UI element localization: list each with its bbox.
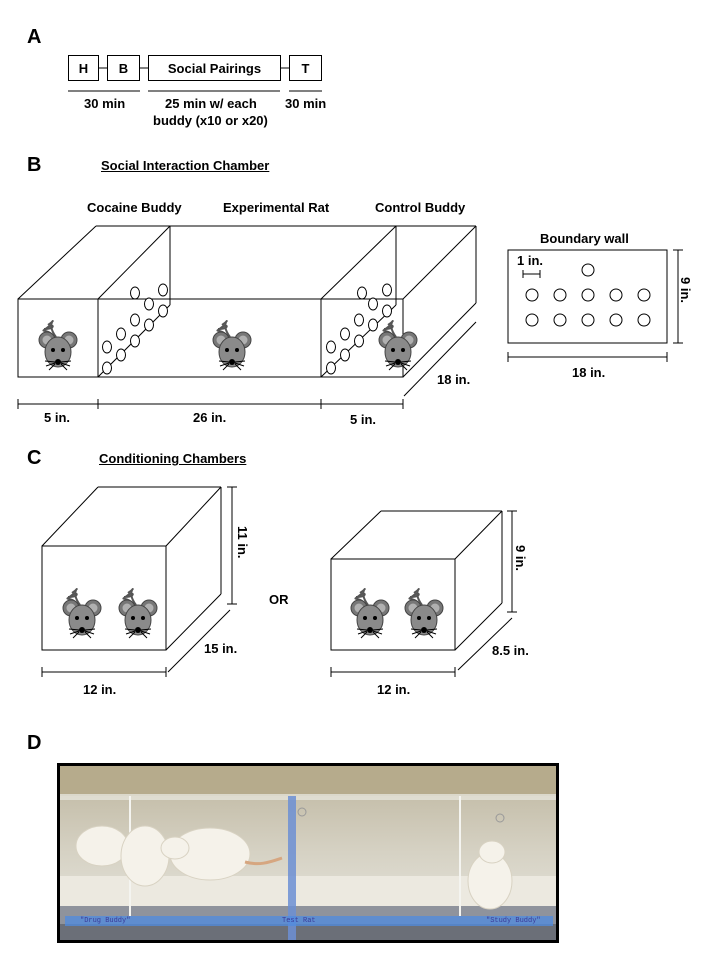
social-pairings-box: Social Pairings <box>148 55 281 81</box>
experimental-rat-label: Experimental Rat <box>223 200 330 215</box>
dim-left-chamber: 5 in. <box>44 410 71 425</box>
test-box: T <box>289 55 322 81</box>
pairings-duration-line1: 25 min w/ each <box>165 96 257 111</box>
habituation-duration: 30 min <box>84 96 126 111</box>
big-width-label: 12 in. <box>83 682 117 697</box>
photo-scene <box>60 766 556 940</box>
baseline-box: B <box>107 55 140 81</box>
conditioning-title: Conditioning Chambers <box>99 451 247 466</box>
cocaine-buddy-rat <box>38 320 78 371</box>
control-buddy-label: Control Buddy <box>375 200 466 215</box>
cond-small-rat-2 <box>404 588 444 639</box>
study-buddy-label: "Study Buddy" <box>486 917 541 925</box>
wall-width-label: 18 in. <box>572 365 606 380</box>
cond-big-rat-2 <box>118 588 158 639</box>
dim-right-chamber: 5 in. <box>350 412 377 427</box>
small-depth-label: 8.5 in. <box>492 643 529 658</box>
panel-label-c: C <box>27 447 42 469</box>
test-duration: 30 min <box>285 96 327 111</box>
pairings-duration-line2: buddy (x10 or x20) <box>153 113 268 128</box>
drug-buddy-label: "Drug Buddy" <box>80 917 131 925</box>
panel-label-d: D <box>27 732 42 754</box>
cocaine-buddy-label: Cocaine Buddy <box>87 200 182 215</box>
boundary-wall-title: Boundary wall <box>540 231 629 246</box>
or-label: OR <box>269 592 289 607</box>
apparatus-photo: "Drug Buddy" Test Rat "Study Buddy" <box>57 763 559 943</box>
cond-big-rat-1 <box>62 588 102 639</box>
habituation-box: H <box>68 55 99 81</box>
dim-middle-chamber: 26 in. <box>193 410 227 425</box>
big-depth-label: 15 in. <box>204 641 238 656</box>
test-rat-label: Test Rat <box>282 917 316 925</box>
cond-small-rat-1 <box>350 588 390 639</box>
experimental-rat <box>212 320 252 371</box>
dim-depth: 18 in. <box>437 372 471 387</box>
small-width-label: 12 in. <box>377 682 411 697</box>
chamber-title: Social Interaction Chamber <box>101 158 270 173</box>
control-buddy-rat <box>378 320 418 371</box>
panel-label-a: A <box>27 26 42 48</box>
small-height-label: 9 in. <box>513 545 528 572</box>
wall-height-label: 9 in. <box>678 277 693 304</box>
big-height-label: 11 in. <box>235 526 250 559</box>
panel-label-b: B <box>27 154 42 176</box>
hole-size-label: 1 in. <box>517 253 544 268</box>
